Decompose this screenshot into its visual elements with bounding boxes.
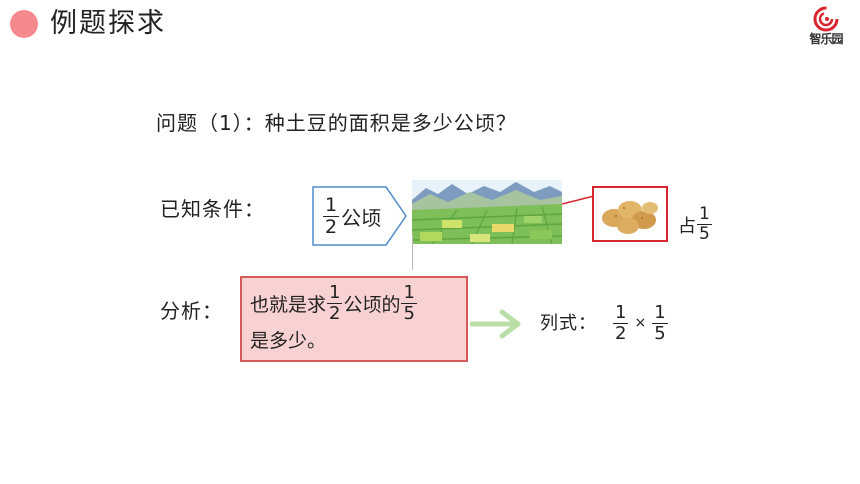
arrow-callout-shape — [312, 186, 407, 246]
fraction-denominator: 2 — [329, 302, 341, 324]
logo-text: 智乐园 — [809, 32, 843, 46]
formula-left-fraction: 1 2 — [613, 301, 629, 344]
fraction-denominator: 2 — [615, 322, 627, 344]
fraction-denominator: 2 — [325, 215, 338, 238]
share-label: 占 1 5 — [678, 206, 713, 243]
fraction-denominator: 5 — [403, 302, 415, 324]
formula-right-fraction: 1 5 — [652, 301, 668, 344]
analysis-text-a: 也就是求 — [250, 293, 327, 316]
question-text: 问题（1）：种土豆的面积是多少公顷？ — [156, 111, 517, 135]
fraction-numerator: 1 — [613, 301, 629, 324]
multiply-operator: × — [634, 315, 647, 331]
analysis-line-2: 是多少。 — [250, 330, 327, 352]
farmland-illustration — [411, 180, 563, 245]
analysis-box: 也就是求 1 2 公顷的 1 5 是多少。 — [240, 276, 468, 362]
known-fraction: 1 2 — [323, 193, 340, 238]
brand-logo: 智乐园 — [800, 6, 852, 52]
divider-line — [412, 234, 413, 270]
analysis-label: 分析： — [160, 299, 223, 323]
fraction-numerator: 1 — [697, 204, 712, 225]
known-area-callout: 1 2 公顷 — [312, 186, 408, 246]
known-unit: 公顷 — [341, 205, 382, 230]
page-title: 例题探求 — [50, 8, 166, 39]
fraction-numerator: 1 — [401, 281, 417, 304]
right-arrow-icon — [470, 309, 521, 339]
formula-label: 列式： — [540, 313, 597, 334]
analysis-line-1: 也就是求 1 2 公顷的 1 5 — [250, 282, 418, 324]
potato-illustration — [592, 186, 668, 242]
potato-icon — [602, 201, 658, 234]
fraction-numerator: 1 — [652, 301, 668, 324]
analysis-fraction-1: 1 2 — [327, 281, 343, 324]
fraction-denominator: 5 — [654, 322, 666, 344]
analysis-fraction-2: 1 5 — [401, 281, 417, 324]
logo-swirl-icon — [813, 6, 839, 32]
share-prefix: 占 — [678, 215, 696, 237]
share-fraction: 1 5 — [697, 206, 712, 243]
fraction-numerator: 1 — [323, 193, 340, 217]
fraction-denominator: 5 — [699, 224, 710, 244]
header-dot-icon — [10, 10, 38, 38]
formula-expression: 1 2 × 1 5 — [612, 298, 669, 348]
analysis-text-b: 公顷的 — [343, 293, 401, 316]
known-conditions-label: 已知条件： — [160, 197, 265, 221]
connector-line — [562, 195, 595, 205]
fraction-numerator: 1 — [327, 281, 343, 304]
